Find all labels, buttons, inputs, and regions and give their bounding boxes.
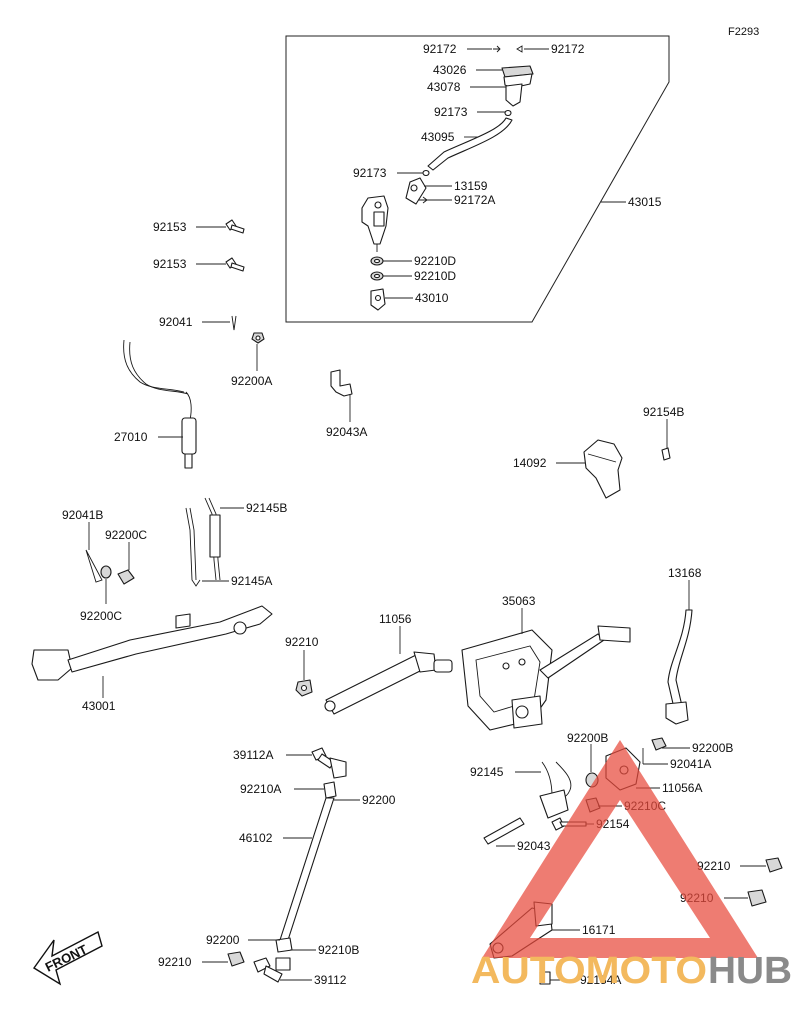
label-92173-a: 92173 [434, 105, 468, 119]
label-43010: 43010 [415, 291, 449, 305]
label-35063: 35063 [502, 594, 536, 608]
label-43078: 43078 [427, 80, 461, 94]
label-92172-right: 92172 [551, 42, 585, 56]
label-92172-left: 92172 [423, 42, 457, 56]
label-92145B: 92145B [246, 501, 287, 515]
label-92041A: 92041A [670, 757, 711, 771]
rod-13168 [665, 609, 693, 725]
label-43001: 43001 [82, 699, 116, 713]
label-16171: 16171 [582, 923, 616, 937]
label-92200C-b: 92200C [80, 609, 122, 623]
label-92200A: 92200A [231, 374, 272, 388]
label-92210D-a: 92210D [414, 254, 456, 268]
warning-triangle-icon [482, 740, 758, 958]
assembly-box-43015 [285, 35, 670, 323]
watermark-logo [482, 740, 758, 958]
label-92041B: 92041B [62, 508, 103, 522]
label-92173-b: 92173 [353, 166, 387, 180]
label-92210B: 92210B [318, 943, 359, 957]
bolts-92153 [225, 219, 245, 272]
label-92172A: 92172A [454, 193, 495, 207]
label-13168: 13168 [668, 566, 702, 580]
label-92153-a: 92153 [153, 220, 187, 234]
label-13159: 13159 [454, 179, 488, 193]
brake-rod-46102 [253, 747, 347, 983]
diagram-ref: F2293 [728, 26, 759, 38]
label-92043: 92043 [517, 839, 551, 853]
label-27010: 27010 [114, 430, 148, 444]
label-92154B: 92154B [643, 405, 684, 419]
label-14092: 14092 [513, 456, 547, 470]
label-92153-b: 92153 [153, 257, 187, 271]
label-92200-a: 92200 [362, 793, 396, 807]
label-92145: 92145 [470, 765, 504, 779]
watermark-text-auto: AUTOMOTO [471, 950, 707, 992]
label-92210-a: 92210 [285, 635, 319, 649]
label-43095: 43095 [421, 130, 455, 144]
label-92200C-a: 92200C [105, 528, 147, 542]
brake-pedal-43001 [31, 605, 273, 681]
bracket-35063 [461, 625, 631, 731]
label-39112A: 39112A [233, 748, 273, 762]
springs-92145 [185, 497, 221, 587]
label-11056A: 11056A [662, 781, 702, 795]
label-39112: 39112 [314, 973, 347, 987]
part-labels: 92172 92172 43026 43078 92173 43095 9217… [62, 42, 733, 987]
front-arrow-icon: FRONT [32, 930, 103, 986]
label-11056: 11056 [379, 612, 412, 626]
brake-switch-27010 [123, 339, 197, 469]
lever-11056 [324, 651, 453, 715]
master-cylinder-group [361, 45, 534, 311]
label-43015: 43015 [628, 195, 662, 209]
label-92210A: 92210A [240, 782, 281, 796]
watermark-text-hub: HUB [708, 950, 792, 992]
label-43026: 43026 [433, 63, 467, 77]
label-46102: 46102 [239, 831, 273, 845]
label-92200-b: 92200 [206, 933, 240, 947]
label-92200B-b: 92200B [692, 741, 733, 755]
label-92210-b: 92210 [697, 859, 731, 873]
label-92145A: 92145A [231, 574, 272, 588]
label-92154A: 92154A [580, 973, 621, 987]
watermark-text: AUTOMOTO HUB [471, 950, 792, 992]
leader-lines [88, 48, 766, 981]
label-92210D-b: 92210D [414, 269, 456, 283]
label-92200B-a: 92200B [567, 731, 608, 745]
label-92043A: 92043A [326, 425, 367, 439]
label-92041: 92041 [159, 315, 193, 329]
label-92210-d: 92210 [158, 955, 192, 969]
